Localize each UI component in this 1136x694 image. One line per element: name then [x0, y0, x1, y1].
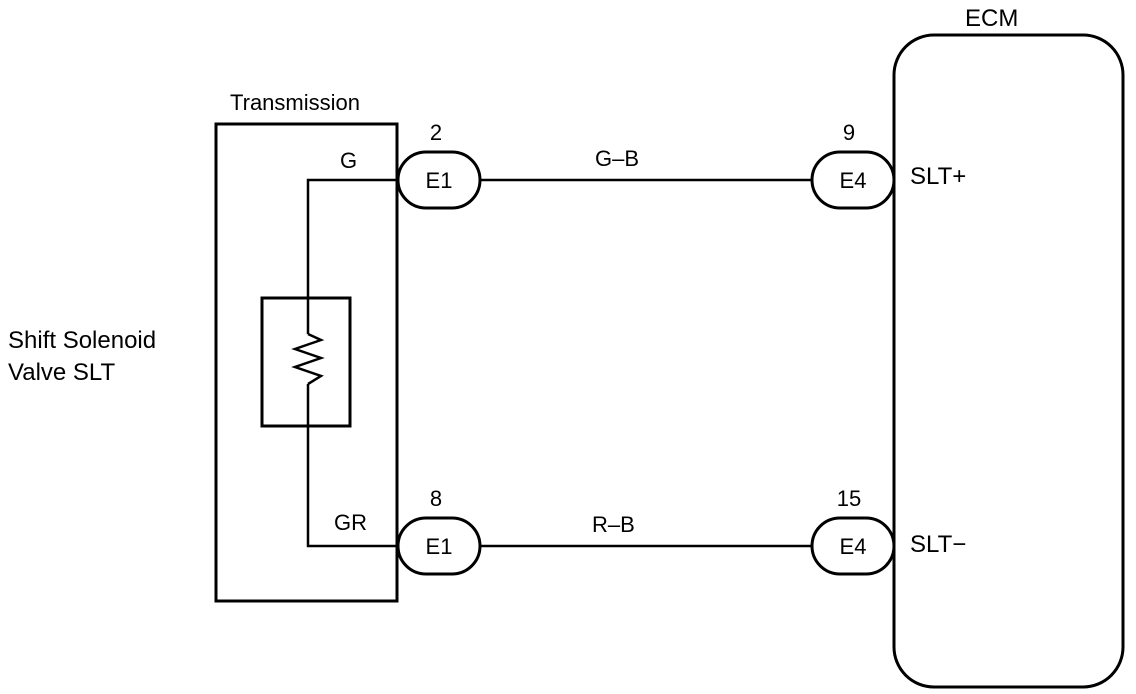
solenoid-box — [260, 296, 352, 428]
ecm-box — [892, 33, 1125, 689]
transmission-box — [214, 122, 399, 603]
wire-color-top: G–B — [595, 146, 639, 171]
connector-e1-top — [396, 150, 482, 210]
ecm-pin-slt-plus: SLT+ — [910, 163, 966, 190]
connector-e1-bottom-label: E1 — [426, 534, 453, 559]
solenoid-label-line1: Shift Solenoid — [8, 327, 156, 354]
connector-e1-bottom-pin: 8 — [430, 486, 442, 511]
connector-e4-top-label: E4 — [840, 168, 867, 193]
connector-e4-bottom-pin: 15 — [837, 486, 861, 511]
solenoid-wire-bottom — [306, 384, 397, 548]
connector-e4-top-pin: 9 — [843, 120, 855, 145]
connector-e4-bottom — [810, 516, 896, 576]
connector-e1-top-pin: 2 — [430, 120, 442, 145]
connector-e1-top-label: E1 — [426, 168, 453, 193]
transmission-wire-g: G — [340, 148, 357, 173]
solenoid-label-line2: Valve SLT — [8, 359, 115, 386]
transmission-wire-gr: GR — [334, 510, 367, 535]
connector-e1-bottom — [396, 516, 482, 576]
resistor-icon — [291, 332, 325, 386]
transmission-title: Transmission — [230, 90, 360, 115]
connector-e4-bottom-label: E4 — [840, 534, 867, 559]
wire-color-bottom: R–B — [592, 512, 635, 537]
solenoid-wire-top — [306, 178, 397, 334]
connector-e4-top — [810, 150, 896, 210]
ecm-pin-slt-minus: SLT− — [910, 531, 966, 558]
ecm-title: ECM — [965, 5, 1018, 32]
